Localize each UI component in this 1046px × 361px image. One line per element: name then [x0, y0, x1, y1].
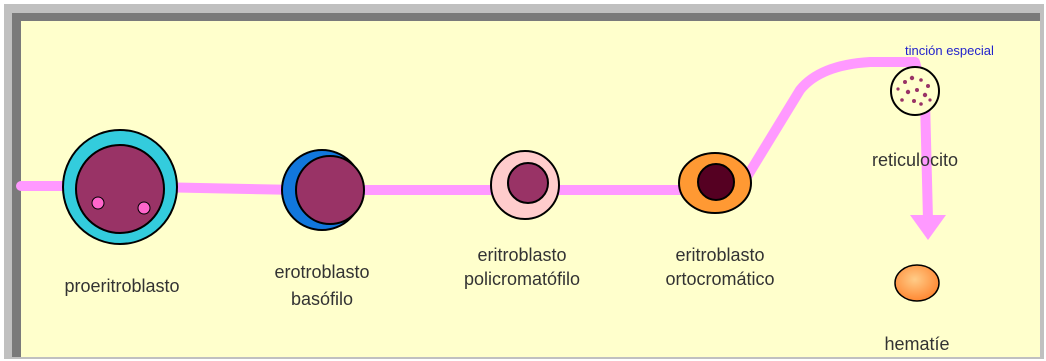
- label-reticulocito: reticulocito: [872, 150, 958, 170]
- reticulocyte-cell: [891, 67, 939, 115]
- proerythroblast-cell: [63, 130, 177, 244]
- label-ortocromatico-line2: ortocromático: [665, 269, 774, 289]
- label-basofilo-line2: basófilo: [291, 289, 353, 309]
- label-policromatofilo-line2: policromatófilo: [464, 269, 580, 289]
- label-policromatofilo-line1: eritroblasto: [477, 245, 566, 265]
- erythrocyte-cell: [895, 265, 939, 301]
- polychromatic-erythroblast-cell: [491, 151, 559, 219]
- orthochromatic-erythroblast-cell: [679, 153, 751, 213]
- basophilic-erythroblast-cell: [282, 150, 364, 230]
- label-ortocromatico-line1: eritroblasto: [675, 245, 764, 265]
- label-hematie: hematíe: [884, 334, 949, 354]
- label-proeritroblasto: proeritroblasto: [64, 276, 179, 296]
- label-tincion-especial: tinción especial: [905, 43, 994, 58]
- label-basofilo-line1: erotroblasto: [274, 262, 369, 282]
